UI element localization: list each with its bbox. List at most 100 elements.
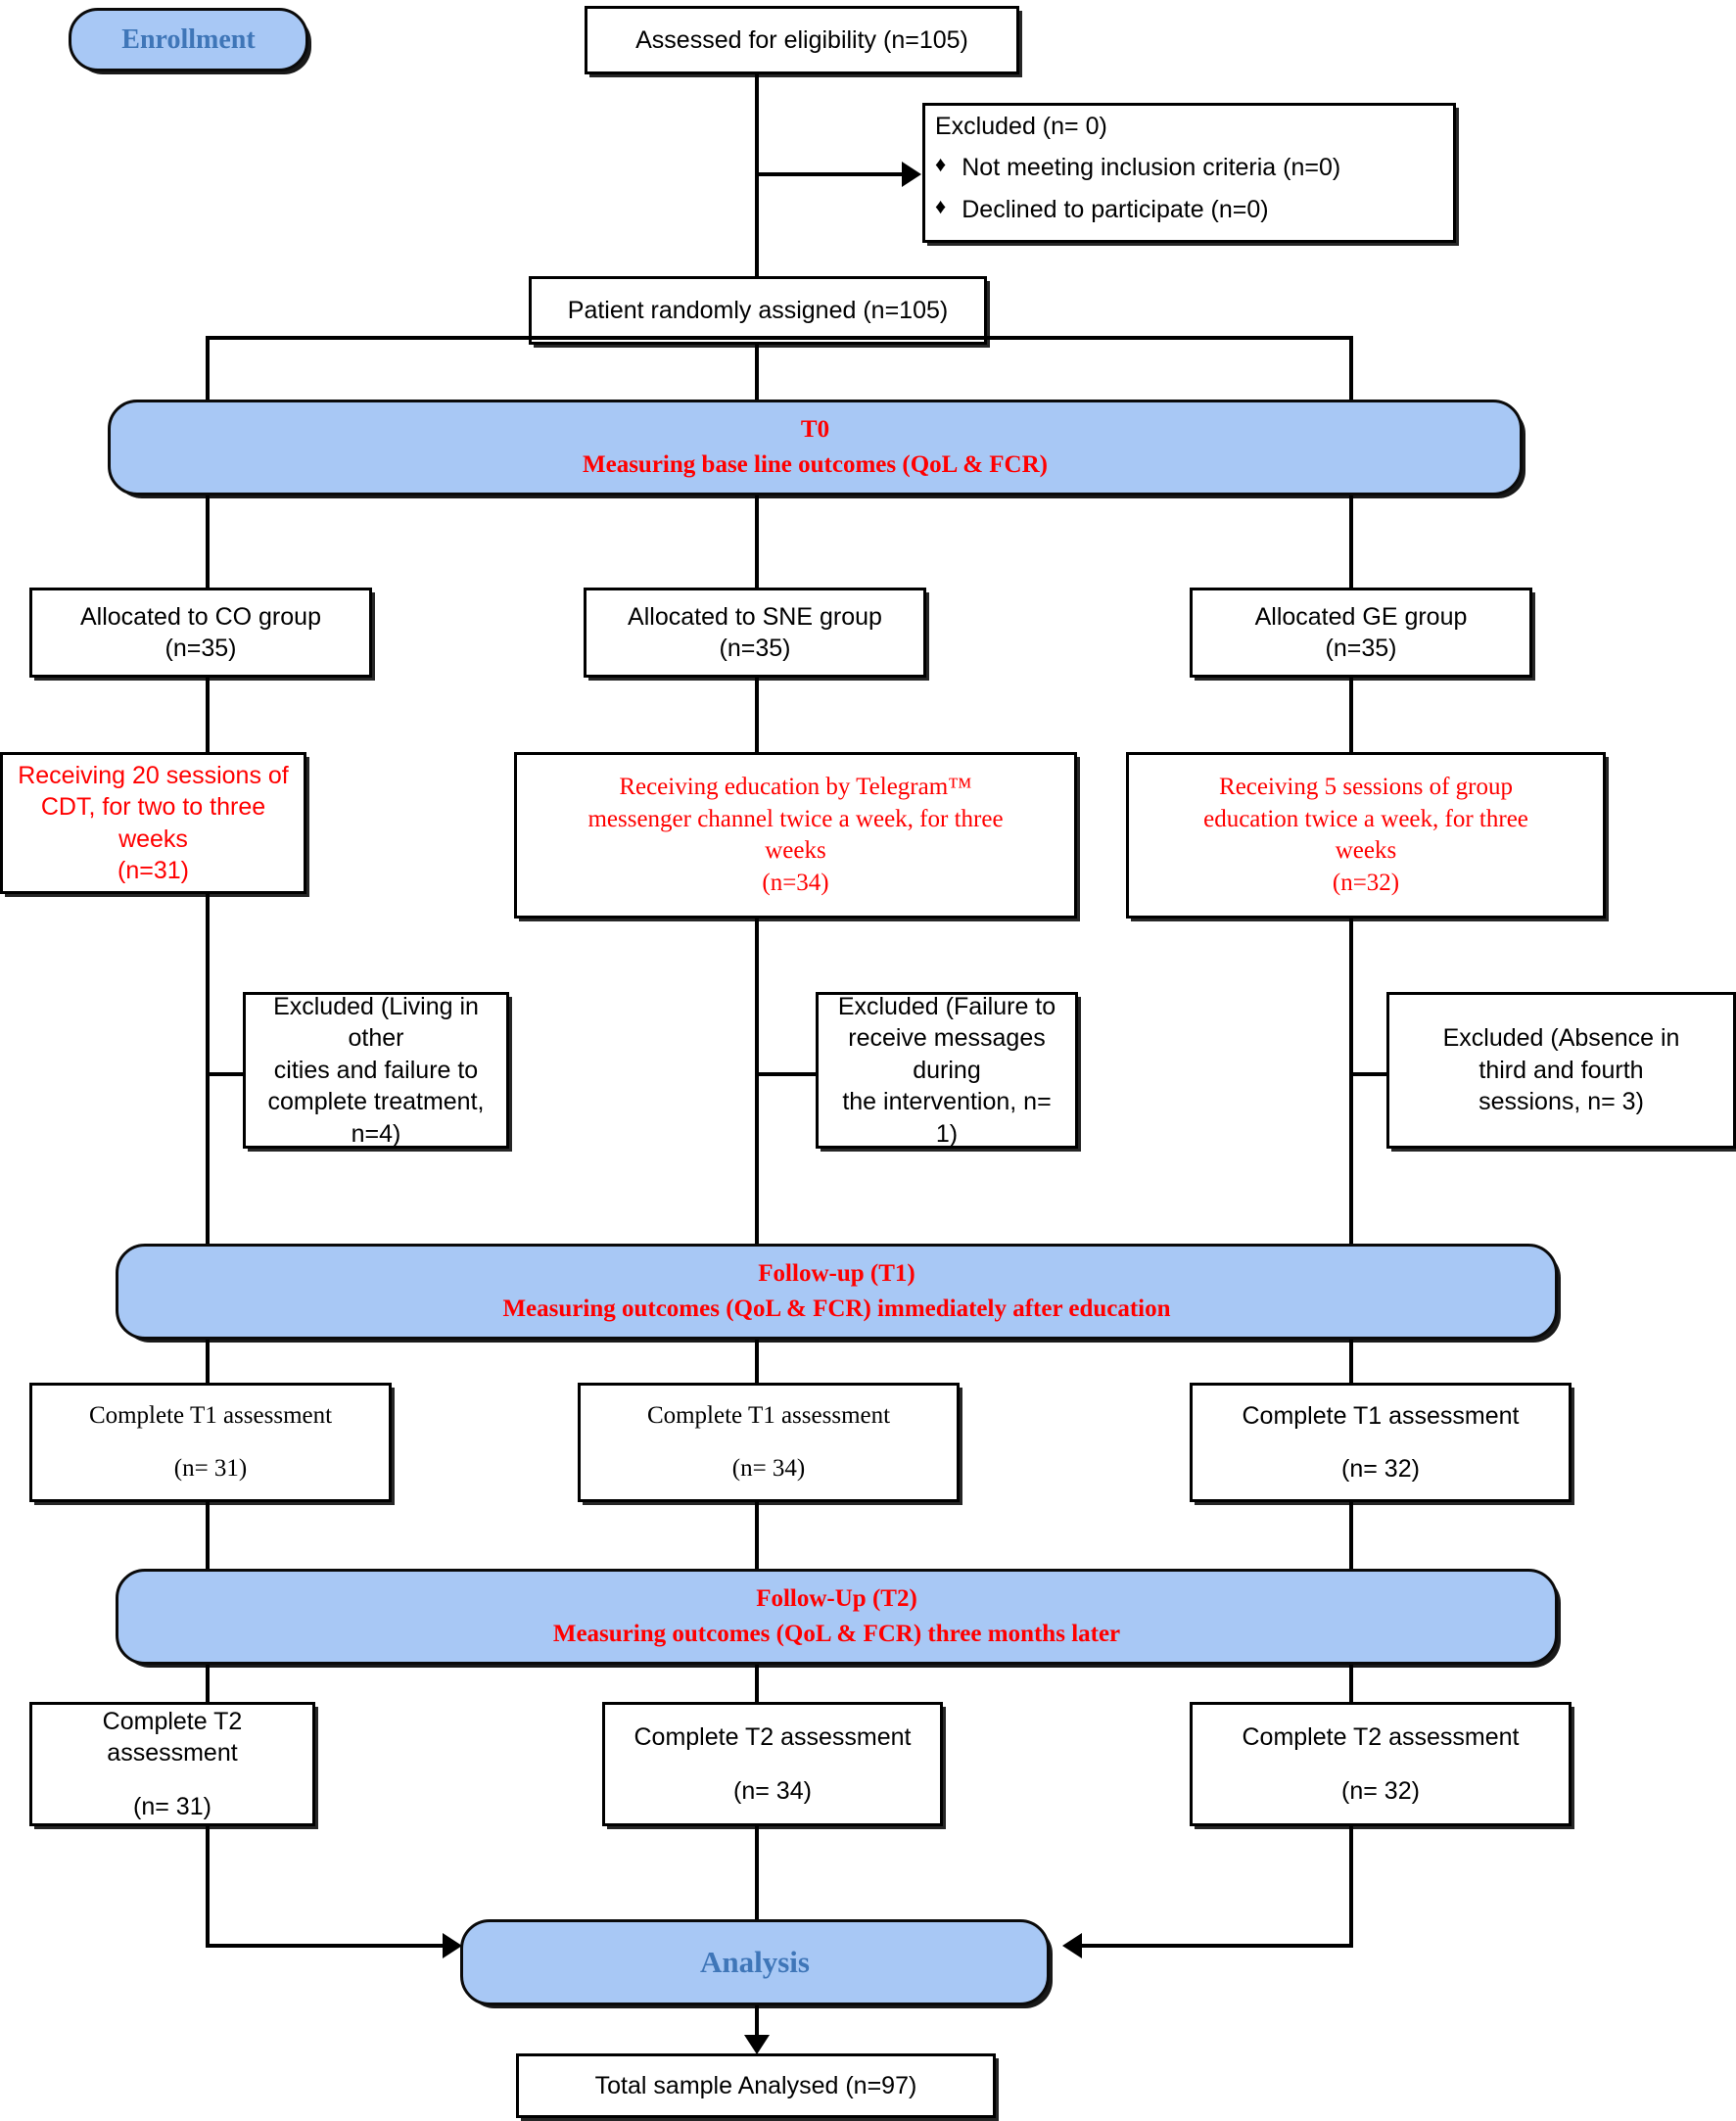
intervention-ge-line4: (n=32)	[1332, 869, 1400, 896]
connector-co-trunk-exclusion	[206, 894, 210, 1294]
connector-co-to-analysis-horizontal	[206, 1944, 447, 1948]
assessed-text: Assessed for eligibility (n=105)	[635, 25, 968, 54]
t2-assessment-co-line2: (n= 31)	[133, 1792, 211, 1820]
t2-assessment-co-content: Complete T2 assessment (n= 31)	[32, 1702, 312, 1827]
t1-assessment-sne-line1: Complete T1 assessment	[646, 1401, 891, 1429]
node-allocated-co: Allocated to CO group (n=35)	[29, 588, 372, 678]
excluded-co-line2: cities and failure to	[273, 1056, 479, 1084]
t1-assessment-ge-content: Complete T1 assessment (n= 32)	[1193, 1396, 1569, 1489]
node-excluded-enrollment: Excluded (n= 0) ♦Not meeting inclusion c…	[922, 103, 1456, 243]
excluded-co-line3: complete treatment, n=4)	[267, 1088, 485, 1148]
connector-sne-to-analysis-vertical	[755, 1826, 759, 1922]
connector-ge-to-analysis-horizontal	[1082, 1944, 1353, 1948]
allocated-ge-content: Allocated GE group (n=35)	[1193, 597, 1529, 669]
intervention-sne-line4: (n=34)	[762, 869, 829, 896]
connector-co-assessment-to-t2	[206, 1502, 210, 1575]
t0-line1: T0	[800, 415, 830, 443]
node-t2-assessment-co: Complete T2 assessment (n= 31)	[29, 1702, 315, 1826]
node-t1-assessment-co: Complete T1 assessment (n= 31)	[29, 1383, 392, 1502]
allocated-co-line2: (n=35)	[164, 635, 237, 662]
node-allocated-ge: Allocated GE group (n=35)	[1190, 588, 1532, 678]
node-t2-assessment-ge: Complete T2 assessment (n= 32)	[1190, 1702, 1572, 1826]
intervention-ge-line2: education twice a week, for three	[1203, 805, 1528, 832]
excluded-label: Excluded (n= 0)	[935, 112, 1107, 140]
node-intervention-co: Receiving 20 sessions of CDT, for two to…	[0, 752, 306, 894]
connector-t2-to-ge-assessment	[1349, 1665, 1353, 1704]
t1-assessment-co-content: Complete T1 assessment (n= 31)	[32, 1396, 389, 1489]
excluded-ge-content: Excluded (Absence in third and fourth se…	[1389, 1018, 1733, 1122]
excluded-co-line1: Excluded (Living in other	[273, 992, 479, 1053]
intervention-ge-content: Receiving 5 sessions of group education …	[1129, 768, 1603, 903]
connector-assessed-to-excluded	[755, 172, 902, 176]
excluded-content: Excluded (n= 0) ♦Not meeting inclusion c…	[925, 107, 1453, 240]
intervention-sne-line3: weeks	[765, 837, 826, 864]
t1-content: Follow-up (T1) Measuring outcomes (QoL &…	[118, 1254, 1555, 1330]
intervention-sne-line1: Receiving education by Telegram™	[619, 774, 972, 800]
excluded-reason-text: Declined to participate (n=0)	[962, 195, 1269, 223]
connector-split-mid-drop	[755, 345, 759, 401]
intervention-co-content: Receiving 20 sessions of CDT, for two to…	[3, 756, 304, 891]
excluded-sne-line2: receive messages during	[848, 1024, 1046, 1084]
node-intervention-sne: Receiving education by Telegram™ messeng…	[514, 752, 1077, 919]
intervention-ge-line3: weeks	[1335, 837, 1397, 864]
connector-t1-to-co-assessment	[206, 1340, 210, 1387]
excluded-reason-text: Not meeting inclusion criteria (n=0)	[962, 154, 1341, 182]
allocated-sne-content: Allocated to SNE group (n=35)	[586, 597, 923, 669]
t1-assessment-sne-line2: (n= 34)	[731, 1455, 806, 1482]
intervention-co-line1: Receiving 20 sessions of	[18, 761, 289, 789]
connector-sne-assessment-to-t2	[755, 1502, 759, 1575]
intervention-co-line2: CDT, for two to three weeks	[40, 793, 266, 853]
intervention-sne-line2: messenger channel twice a week, for thre…	[587, 805, 1004, 832]
t1-assessment-ge-line2: (n= 32)	[1341, 1455, 1420, 1483]
connector-t0-to-co	[206, 495, 210, 591]
node-t1-assessment-sne: Complete T1 assessment (n= 34)	[578, 1383, 960, 1502]
node-allocated-sne: Allocated to SNE group (n=35)	[584, 588, 926, 678]
t1-assessment-ge-line1: Complete T1 assessment	[1242, 1401, 1520, 1430]
t1-assessment-sne-content: Complete T1 assessment (n= 34)	[581, 1396, 957, 1489]
connector-ge-assessment-to-t2	[1349, 1502, 1353, 1575]
diamond-bullet-icon: ♦	[935, 193, 947, 218]
t2-content: Follow-Up (T2) Measuring outcomes (QoL &…	[118, 1579, 1555, 1655]
connector-sne-to-excluded	[755, 1072, 817, 1076]
intervention-ge-line1: Receiving 5 sessions of group	[1219, 774, 1513, 800]
randomized-text: Patient randomly assigned (n=105)	[567, 296, 949, 324]
node-excluded-ge: Excluded (Absence in third and fourth se…	[1386, 992, 1736, 1149]
intervention-sne-content: Receiving education by Telegram™ messeng…	[517, 768, 1074, 903]
stage-box-t0: T0 Measuring base line outcomes (QoL & F…	[108, 400, 1523, 495]
t2-assessment-sne-line2: (n= 34)	[733, 1776, 812, 1805]
arrow-to-excluded-icon	[902, 162, 921, 187]
allocated-co-content: Allocated to CO group (n=35)	[32, 597, 369, 669]
connector-t1-to-ge-assessment	[1349, 1340, 1353, 1387]
stage-label-enrollment: Enrollment	[69, 8, 308, 71]
t0-content: T0 Measuring base line outcomes (QoL & F…	[111, 410, 1520, 486]
list-item: ♦Not meeting inclusion criteria (n=0)	[935, 152, 1443, 184]
total-analysed-text: Total sample Analysed (n=97)	[594, 2071, 917, 2099]
excluded-reason-list: ♦Not meeting inclusion criteria (n=0) ♦ D…	[935, 152, 1443, 225]
t2-assessment-ge-content: Complete T2 assessment (n= 32)	[1193, 1718, 1569, 1811]
connector-sne-alloc-to-intervention	[755, 678, 759, 756]
allocated-ge-line1: Allocated GE group	[1254, 602, 1468, 631]
connector-ge-trunk-exclusion	[1349, 919, 1353, 1294]
t1-assessment-co-line1: Complete T1 assessment	[88, 1401, 333, 1429]
excluded-sne-line3: the intervention, n= 1)	[842, 1088, 1052, 1148]
connector-ge-alloc-to-intervention	[1349, 678, 1353, 756]
t1-line1: Follow-up (T1)	[758, 1259, 915, 1287]
connector-analysis-to-total	[755, 2005, 759, 2040]
t2-assessment-ge-line2: (n= 32)	[1341, 1776, 1420, 1805]
t2-line1: Follow-Up (T2)	[756, 1584, 917, 1612]
node-total-sample-analysed: Total sample Analysed (n=97)	[516, 2053, 996, 2118]
connector-t0-to-ge	[1349, 495, 1353, 591]
excluded-ge-line2: third and fourth	[1478, 1056, 1644, 1084]
connector-t1-to-sne-assessment	[755, 1340, 759, 1387]
stage-box-t1: Follow-up (T1) Measuring outcomes (QoL &…	[116, 1244, 1558, 1340]
excluded-co-content: Excluded (Living in other cities and fai…	[246, 987, 506, 1155]
t2-assessment-ge-line1: Complete T2 assessment	[1242, 1723, 1520, 1751]
connector-split-right-drop	[1349, 336, 1353, 401]
connector-t0-to-sne	[755, 495, 759, 591]
allocated-sne-line2: (n=35)	[719, 635, 791, 662]
t2-assessment-co-line1: Complete T2 assessment	[102, 1707, 243, 1768]
connector-ge-to-analysis-vertical	[1349, 1826, 1353, 1948]
connector-split-bar	[206, 336, 1353, 340]
allocated-co-line1: Allocated to CO group	[80, 602, 321, 631]
